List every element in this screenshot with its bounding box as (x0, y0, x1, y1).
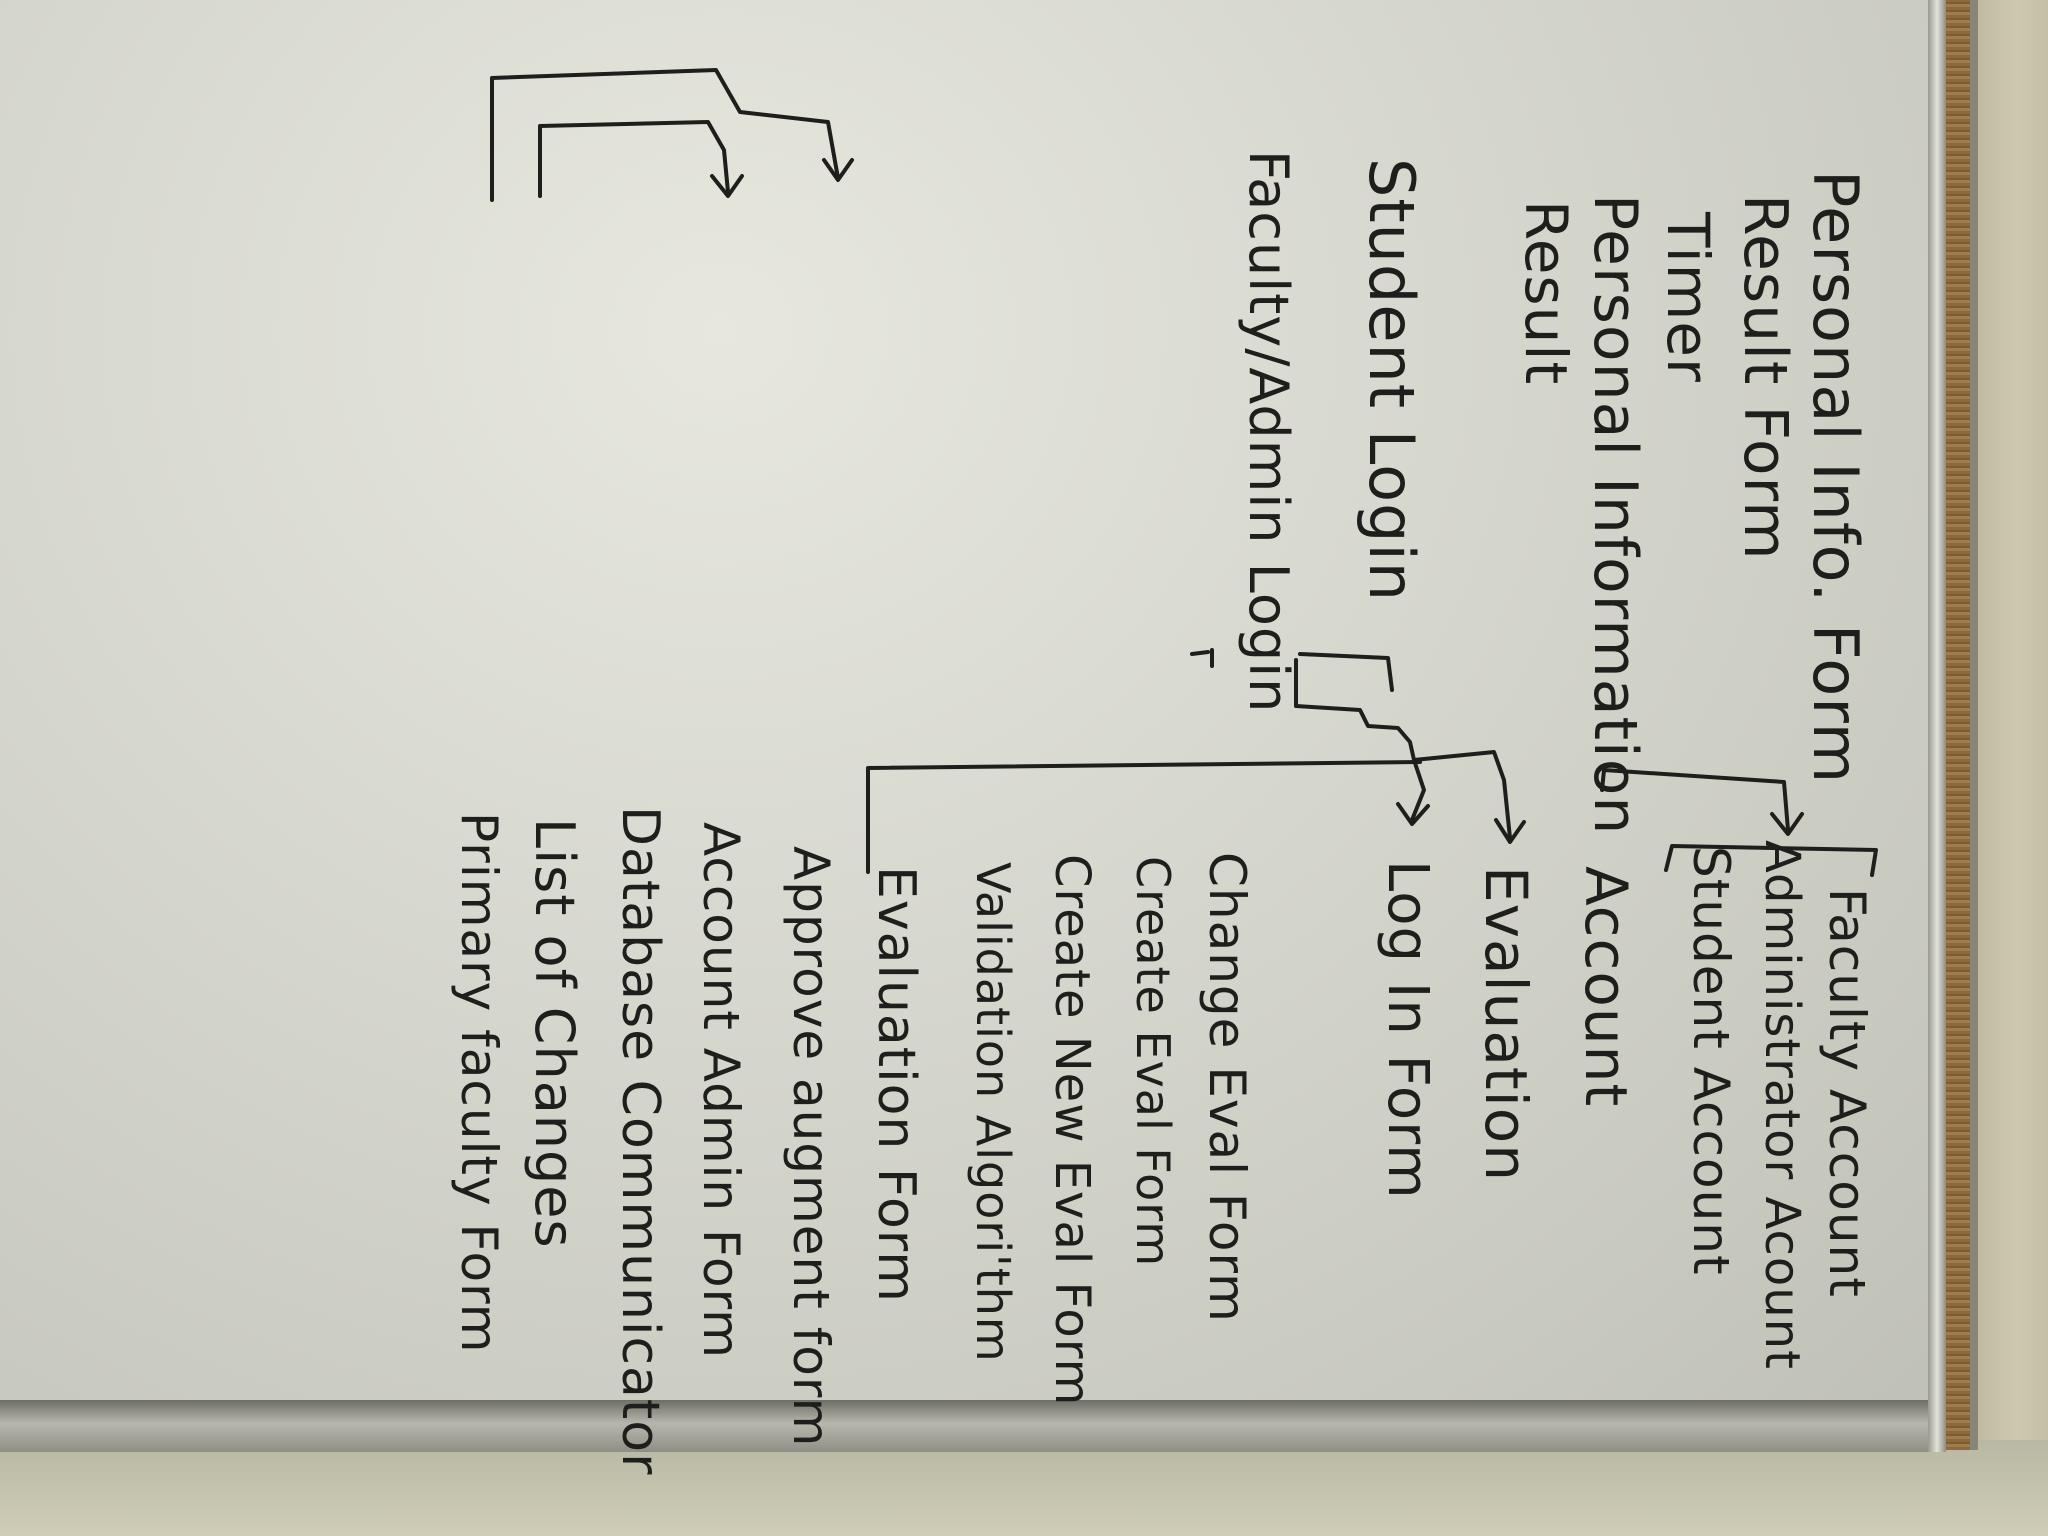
marker-tray (0, 1400, 1940, 1452)
cork-edge (1970, 0, 1978, 1450)
label-log-in-form: Log In Form (1375, 860, 1440, 1200)
label-timer: Timer (1654, 212, 1722, 383)
bracket-logins (1190, 648, 1394, 692)
label-result-form: Result Form (1730, 194, 1800, 561)
label-create-eval-form: Create Eval Form (1126, 856, 1180, 1268)
bracket-accounts (1664, 844, 1878, 877)
line-to-evaluation-form (866, 760, 1422, 874)
label-student-login: Student Login (1355, 158, 1428, 603)
label-evaluation-form: Evaluation Form (866, 866, 926, 1303)
label-evaluation: Evaluation (1472, 866, 1540, 1183)
label-primary-faculty-form: Primary faculty Form (450, 812, 508, 1354)
label-account: Account (1572, 866, 1640, 1108)
label-create-new-eval-form: Create New Eval Form (1044, 854, 1100, 1407)
label-account-admin-form: Account Admin Form (692, 822, 750, 1359)
arrowhead-result-form (710, 174, 744, 198)
label-change-eval-form: Change Eval Form (1198, 852, 1256, 1323)
label-list-of-changes: List of Changes (523, 818, 586, 1249)
wall-bottom (0, 1440, 2048, 1536)
arrowhead-log-in-form (1396, 802, 1430, 826)
label-personal-information: Personal Information (1580, 194, 1650, 836)
label-approve-augment-form: Approve augment form (782, 846, 840, 1448)
line-to-evaluation (1412, 750, 1512, 840)
wavy-connector (1294, 658, 1426, 822)
bracket-result-to-personal-info (490, 68, 840, 202)
bracket-info-to-result-form (538, 120, 730, 198)
cork-strip (1946, 0, 1972, 1450)
wall-right (1970, 0, 2048, 1536)
whiteboard-surface (0, 0, 1932, 1425)
label-student-account: Student Account (1682, 846, 1740, 1276)
label-faculty-account: Faculty Account (1818, 888, 1876, 1298)
label-validation-algorithm: Validation Algori'thm (966, 862, 1020, 1363)
label-result: Result (1512, 200, 1580, 386)
whiteboard-frame-right (1928, 0, 1946, 1452)
label-personal-info-form: Personal Info. Form (1799, 170, 1872, 785)
arrowhead-faculty-account (1770, 812, 1804, 836)
arrowhead-personal-info (822, 158, 854, 182)
bracket-account-to-faculty (1600, 768, 1790, 832)
label-faculty-admin-login: Faculty/Admin Login (1237, 150, 1300, 714)
arrowhead-evaluation (1494, 818, 1526, 844)
label-administrator-account: Administrator Acount (1754, 840, 1810, 1370)
label-database-communicator: Database Communicator (610, 806, 670, 1476)
